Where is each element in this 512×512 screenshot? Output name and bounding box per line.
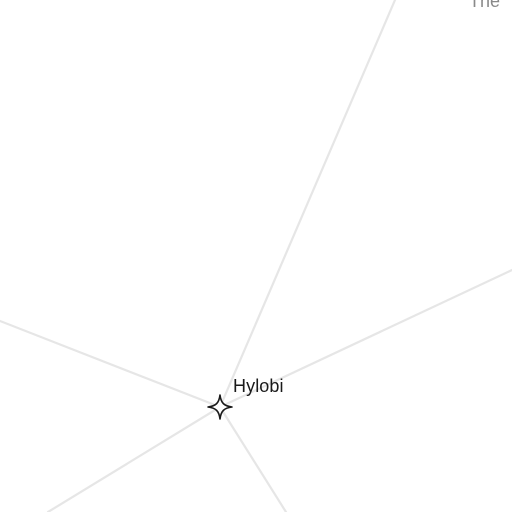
star-icon[interactable]	[206, 393, 234, 421]
road-west	[0, 319, 222, 409]
clipped-place-label: The	[469, 0, 501, 11]
place-label-hylobi[interactable]: Hylobi	[233, 376, 284, 396]
road-northeast	[218, 268, 512, 409]
road-southwest	[46, 405, 222, 512]
road-north	[218, 0, 397, 409]
road-south	[218, 405, 288, 512]
